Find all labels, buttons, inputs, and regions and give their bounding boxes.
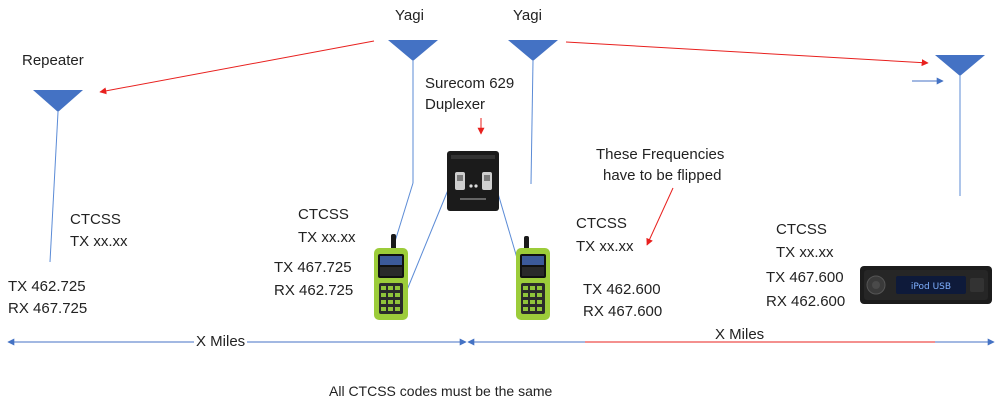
- yagi-left-antenna: [388, 40, 438, 61]
- duplexer-label-line1: Surecom 629: [425, 75, 515, 92]
- yagi-left-to-radio-line: [392, 182, 414, 249]
- head-unit-display: iPod USB: [911, 282, 951, 292]
- repeater-tx-freq: TX 462.725: [8, 278, 86, 295]
- duplexer-to-left-radio-line: [406, 189, 449, 291]
- repeater-rx-freq: RX 467.725: [8, 300, 88, 317]
- mobile-ctcss-label: CTCSS: [776, 221, 827, 238]
- flip-note-line2: have to be flipped: [603, 167, 722, 184]
- mobile-ctcss-tone: TX xx.xx: [776, 244, 834, 261]
- radio-right-ctcss-tone: TX xx.xx: [576, 238, 634, 255]
- right-distance-label: X Miles: [715, 326, 765, 343]
- repeater-label: Repeater: [22, 52, 84, 69]
- repeater-ctcss-tone: TX xx.xx: [70, 233, 128, 250]
- yagi-to-remote-arrow: [565, 41, 929, 67]
- radio-left-tx-freq: TX 467.725: [274, 259, 352, 276]
- mobile-head-unit: iPod USB: [860, 266, 992, 304]
- yagi-left-label: Yagi: [395, 7, 424, 24]
- flip-note-line1: These Frequencies: [596, 146, 725, 163]
- yagi-to-repeater-arrow: [99, 40, 375, 95]
- repeater-antenna: [33, 90, 83, 112]
- flip-note-arrow: [646, 187, 674, 246]
- repeater-mast: [49, 111, 59, 263]
- radio-left-ctcss-label: CTCSS: [298, 206, 349, 223]
- left-distance-label: X Miles: [194, 332, 248, 352]
- footer-note: All CTCSS codes must be the same: [329, 383, 553, 399]
- radio-right-ctcss-label: CTCSS: [576, 215, 627, 232]
- duplexer-label-line2: Duplexer: [425, 96, 486, 113]
- remote-antenna: [935, 55, 985, 76]
- yagi-right-antenna: [508, 40, 558, 61]
- radio-left-ctcss-tone: TX xx.xx: [298, 229, 356, 246]
- yagi-right-mast: [530, 60, 534, 185]
- yagi-right-label: Yagi: [513, 7, 542, 24]
- repeater-ctcss-label: CTCSS: [70, 211, 121, 228]
- duplexer-device: [447, 151, 499, 211]
- mobile-rx-freq: RX 462.600: [766, 293, 846, 310]
- radio-right-device: [516, 236, 550, 320]
- mobile-tx-freq: TX 467.600: [766, 269, 844, 286]
- radio-left-device: [374, 234, 408, 320]
- radio-left-rx-freq: RX 462.725: [274, 282, 354, 299]
- radio-right-rx-freq: RX 467.600: [583, 303, 663, 320]
- radio-right-tx-freq: TX 462.600: [583, 281, 661, 298]
